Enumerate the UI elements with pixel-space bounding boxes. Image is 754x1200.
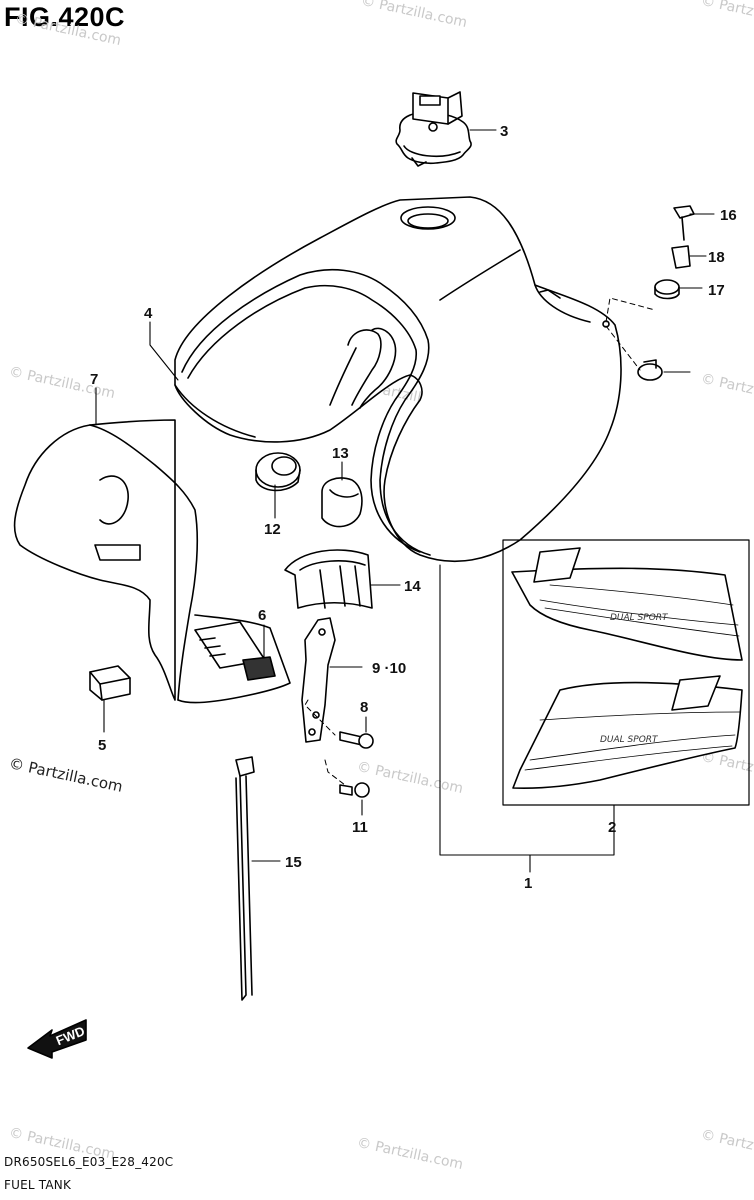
diagram-name: FUEL TANK [4, 1178, 72, 1192]
callout-3: 3 [500, 123, 508, 140]
fuel-cap-drawing [395, 91, 472, 167]
callout-12: 13 [332, 445, 349, 462]
decal-drawing [511, 547, 743, 789]
cable-tie-drawing [235, 756, 255, 1001]
callout-8: 8 [360, 699, 368, 716]
callout-2: 2 [608, 819, 616, 836]
fuel-tank-drawing [174, 196, 622, 563]
bolt-drawing [339, 731, 374, 798]
figure-title: FIG.420C [4, 2, 126, 32]
callout-9-10: 9 ·10 [372, 660, 406, 677]
callout-12: 12 [264, 521, 281, 538]
bracket-drawing [13, 419, 291, 704]
callout-17: 18 [708, 249, 725, 266]
callout-1: 1 [524, 875, 532, 892]
cushion-round-drawing [255, 452, 363, 528]
decal-text: DUAL SPORT [600, 735, 659, 745]
tank-fittings-drawing [602, 205, 695, 381]
callout-16: 17 [708, 282, 725, 299]
decal-set-box [502, 539, 750, 806]
callout-11: 11 [352, 819, 368, 836]
mounting-bracket-drawing [301, 617, 336, 743]
callout-4: 4 [144, 305, 153, 322]
decal-text: DUAL SPORT [610, 613, 669, 623]
callout-13: 14 [404, 578, 421, 595]
cushion-drawing [242, 656, 276, 681]
callout-15: 16 [720, 207, 737, 224]
callout-7: 7 [90, 371, 98, 388]
callout-5: 5 [98, 737, 106, 754]
diagram-code: DR650SEL6_E03_E28_420C [4, 1155, 174, 1169]
callout-14: 15 [285, 854, 302, 871]
cushion-small-drawing [89, 665, 131, 701]
forward-arrow-drawing [27, 1019, 87, 1059]
cushion-curved-drawing [284, 549, 373, 609]
callout-6: 6 [258, 607, 266, 624]
